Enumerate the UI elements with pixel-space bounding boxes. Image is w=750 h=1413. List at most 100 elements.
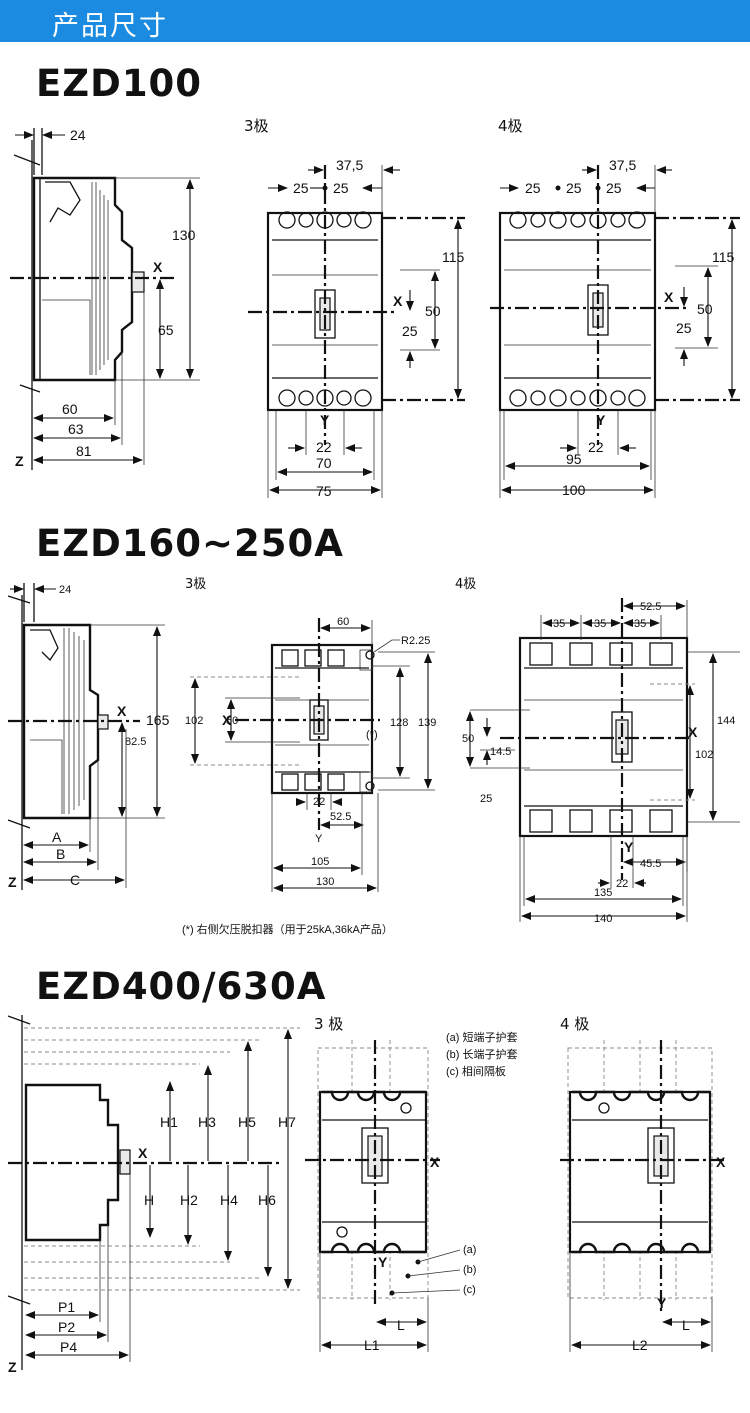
model-title-ezd100: EZD100 <box>36 62 203 105</box>
ezd100-3p-dim-70: 70 <box>316 455 332 471</box>
ezd160-side-dim-165: 165 <box>146 712 170 728</box>
ezd100-side-dim-24: 24 <box>70 127 86 143</box>
ezd160-side-x: X <box>117 703 127 719</box>
ezd100-3p-dim-25a: 25 <box>293 180 309 196</box>
ezd160-4p-dim-25: 25 <box>480 793 492 805</box>
ezd160-3p-y: Y <box>315 833 323 845</box>
ezd400-legend-a: (a) 短端子护套 <box>446 1030 518 1044</box>
ezd100-side-dim-130: 130 <box>172 227 196 243</box>
ezd400-side-h5: H5 <box>238 1114 256 1130</box>
ezd400-side-x: X <box>138 1145 148 1161</box>
ezd400-3p-callout-b: (b) <box>463 1264 476 1276</box>
ezd400-4pole-view: X Y L L2 <box>560 1040 726 1353</box>
ezd400-side-h: H <box>144 1192 154 1208</box>
ezd100-3p-dim-25v: 25 <box>402 323 418 339</box>
ezd100-4p-dim-25a: 25 <box>525 180 541 196</box>
model-title-ezd400: EZD400/630A <box>36 965 327 1008</box>
ezd160-4pole-view: X Y 52.5 35 35 35 144 102 50 <box>462 598 740 925</box>
ezd100-3p-dim-75: 75 <box>316 483 332 499</box>
ezd160-pole4-label: 4极 <box>455 577 476 592</box>
ezd160-4p-dim-135: 135 <box>594 887 612 899</box>
ezd160-side-view: X 24 165 82.5 A B C Z <box>7 583 170 890</box>
ezd160-pole3-label: 3极 <box>185 577 206 592</box>
ezd160-side-dim-c: C <box>70 872 80 888</box>
ezd160-side-dim-b: B <box>56 846 65 862</box>
ezd400-pole4-label: 4 极 <box>560 1015 589 1033</box>
page-title: 产品尺寸 <box>52 11 168 42</box>
ezd160-3p-dim-128: 128 <box>390 717 408 729</box>
ezd100-4p-x: X <box>664 289 674 305</box>
ezd100-3p-dim-50: 50 <box>425 303 441 319</box>
ezd400-3p-dim-l: L <box>397 1317 405 1333</box>
ezd400-side-h1: H1 <box>160 1114 178 1130</box>
ezd160-4p-dim-50: 50 <box>462 733 474 745</box>
ezd100-4p-dim-100: 100 <box>562 482 586 498</box>
ezd160-side-dim-24: 24 <box>59 584 71 596</box>
ezd400-side-h2: H2 <box>180 1192 198 1208</box>
ezd400-side-p2: P2 <box>58 1319 75 1335</box>
ezd400-4p-x: X <box>716 1154 726 1170</box>
ezd400-side-h7: H7 <box>278 1114 296 1130</box>
ezd160-4p-dim-45-5: 45.5 <box>640 858 661 870</box>
ezd100-4p-dim-37-5: 37,5 <box>609 157 636 173</box>
ezd400-side-h6: H6 <box>258 1192 276 1208</box>
ezd160-4p-dim-140: 140 <box>594 913 612 925</box>
ezd100-4p-dim-22: 22 <box>588 439 604 455</box>
ezd400-side-p1: P1 <box>58 1299 75 1315</box>
ezd100-side-view: X 24 130 65 60 63 81 Z <box>10 127 200 470</box>
ezd160-3p-dim-139: 139 <box>418 717 436 729</box>
ezd100-4p-dim-115: 115 <box>712 249 735 265</box>
ezd400-3p-x: X <box>430 1154 440 1170</box>
ezd400-4p-dim-l2: L2 <box>632 1337 648 1353</box>
ezd400-legend-c: (c) 相间隔板 <box>446 1064 506 1078</box>
ezd400-pole3-label: 3 极 <box>314 1015 343 1033</box>
ezd100-3p-dim-37-5: 37,5 <box>336 157 363 173</box>
ezd160-3p-dim-22: 22 <box>313 796 325 808</box>
ezd400-3p-callout-c: (c) <box>463 1284 476 1296</box>
ezd100-side-dim-60: 60 <box>62 401 78 417</box>
ezd100-4p-dim-50: 50 <box>697 301 713 317</box>
ezd160-4p-dim-35c: 35 <box>634 618 646 630</box>
ezd400-side-h4: H4 <box>220 1192 238 1208</box>
ezd400-section: 3 极 4 极 (a) 短端子护套 (b) 长端子护套 (c) 相间隔板 X H… <box>7 1015 726 1375</box>
ezd160-3p-dim-130: 130 <box>316 876 334 888</box>
ezd100-3p-x: X <box>393 293 403 309</box>
ezd100-section: 3极 4极 X 24 130 <box>10 117 740 499</box>
ezd400-4p-y: Y <box>657 1295 667 1311</box>
ezd400-3pole-view: X Y (a) (b) (c) L L1 <box>305 1040 476 1353</box>
ezd100-4p-dim-25v: 25 <box>676 320 692 336</box>
ezd100-side-dim-65: 65 <box>158 322 174 338</box>
ezd160-3p-dim-102: 102 <box>185 715 203 727</box>
ezd100-3p-y: Y <box>320 412 330 428</box>
ezd160-footnote: (*) 右侧欠压脱扣器（用于25kA,36kA产品） <box>182 922 393 936</box>
ezd100-3p-dim-22: 22 <box>316 439 332 455</box>
ezd100-side-dim-63: 63 <box>68 421 84 437</box>
ezd160-4p-dim-14-5: 14.5 <box>490 746 511 758</box>
ezd400-legend-b: (b) 长端子护套 <box>446 1047 518 1061</box>
ezd400-3p-dim-l1: L1 <box>364 1337 380 1353</box>
ezd160-4p-y: Y <box>624 839 634 855</box>
ezd400-4p-dim-l: L <box>682 1317 690 1333</box>
ezd400-side-view: X H H1 H2 H3 H4 H5 H6 H7 P1 P2 P4 <box>7 1015 300 1375</box>
ezd100-pole4-label: 4极 <box>498 117 523 135</box>
ezd100-4p-dim-25c: 25 <box>606 180 622 196</box>
ezd160-4p-dim-52-5: 52.5 <box>640 601 661 613</box>
ezd100-4p-y: Y <box>596 412 606 428</box>
header-bar: 产品尺寸 <box>0 0 750 42</box>
ezd160-3p-dim-60: 60 <box>337 616 349 628</box>
ezd400-side-z: Z <box>8 1359 17 1375</box>
ezd100-4pole-view: X Y 37,5 25 25 25 115 50 25 <box>490 157 740 498</box>
ezd160-3p-dim-50: 50 <box>226 715 238 727</box>
model-title-ezd160: EZD160~250A <box>36 522 344 565</box>
ezd400-3p-y: Y <box>378 1254 388 1270</box>
ezd100-3pole-view: X Y 37,5 25 25 115 50 25 <box>248 157 465 499</box>
ezd160-3p-dim-52-5: 52.5 <box>330 811 351 823</box>
ezd160-3p-r2-25: R2.25 <box>401 635 430 647</box>
ezd100-pole3-label: 3极 <box>244 117 269 135</box>
ezd160-section: 3极 4极 X 24 165 82.5 <box>7 577 740 936</box>
ezd160-4p-dim-22: 22 <box>616 878 628 890</box>
ezd100-4p-dim-95: 95 <box>566 451 582 467</box>
ezd400-side-p4: P4 <box>60 1339 77 1355</box>
ezd160-side-dim-a: A <box>52 829 62 845</box>
